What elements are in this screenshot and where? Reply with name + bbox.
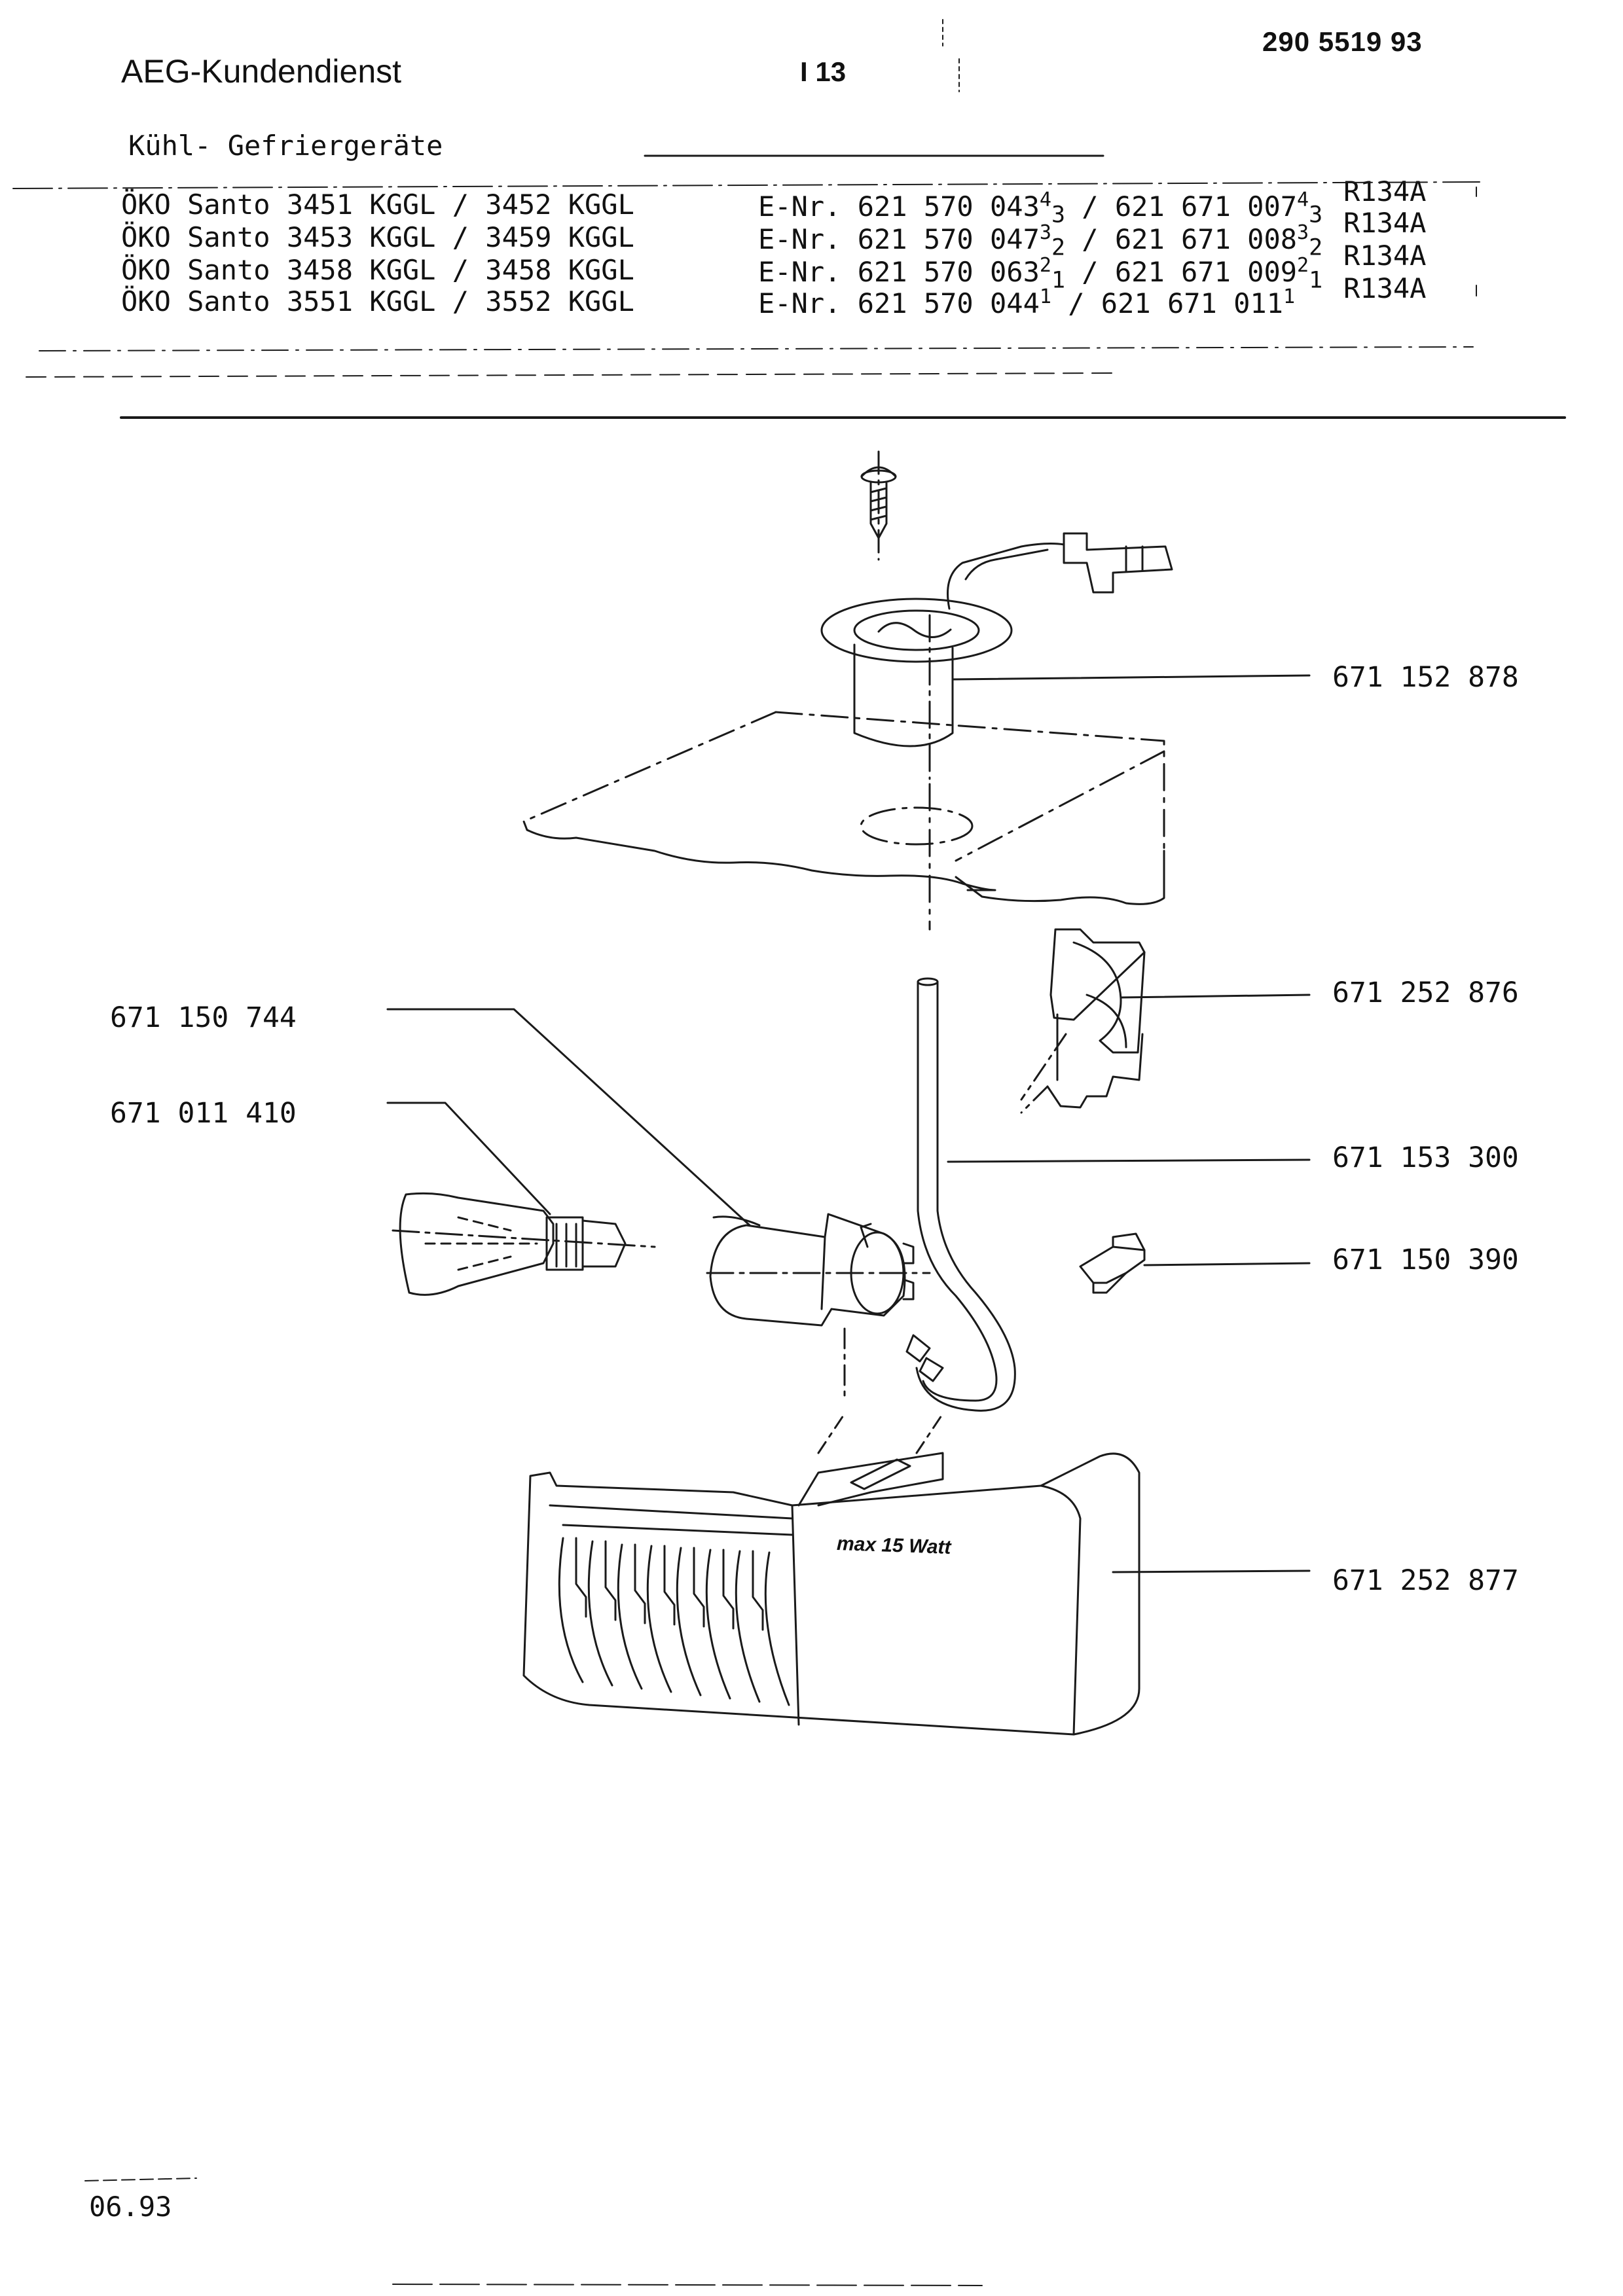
enr-index: 1 bbox=[1039, 285, 1051, 308]
category-label: Kühl- Gefriergeräte bbox=[128, 130, 443, 162]
enr-index-2-sub: 1 bbox=[1309, 267, 1323, 294]
cabinet-ceiling bbox=[522, 711, 1165, 931]
cover-wattage-text: max 15 Watt bbox=[836, 1532, 952, 1559]
enr-prefix: E-Nr. 621 570 043 bbox=[758, 190, 1040, 223]
enr-prefix: E-Nr. 621 570 047 bbox=[758, 223, 1040, 255]
enr-index-2: 1 bbox=[1283, 285, 1296, 308]
header-rules bbox=[12, 19, 1566, 419]
enr-prefix: E-Nr. 621 570 063 bbox=[758, 256, 1040, 288]
enr-mid: / 621 671 007 bbox=[1065, 190, 1298, 223]
footer-date: 06.93 bbox=[89, 2191, 172, 2223]
screw bbox=[860, 450, 897, 561]
model-name: ÖKO Santo 3451 KGGL / 3452 KGGL bbox=[121, 188, 634, 221]
part-number-label: 671 150 744 bbox=[110, 1001, 297, 1034]
refrigerant: R134A bbox=[1343, 207, 1427, 239]
model-name: ÖKO Santo 3551 KGGL / 3552 KGGL bbox=[121, 285, 634, 317]
clip-holder bbox=[1020, 928, 1311, 1114]
enr-mid: / 621 671 009 bbox=[1065, 256, 1298, 288]
enr-index: 4 bbox=[1039, 188, 1051, 211]
cover-grille bbox=[558, 1537, 790, 1706]
part-number-label: 671 252 877 bbox=[1332, 1564, 1519, 1597]
part-number-label: 671 011 410 bbox=[110, 1097, 297, 1130]
refrigerant: R134A bbox=[1343, 175, 1427, 207]
enr-index-2-sub: 2 bbox=[1309, 234, 1323, 261]
cabinet-ceiling-edge bbox=[526, 829, 1165, 905]
sheet-label: I 13 bbox=[800, 56, 847, 87]
small-clip bbox=[1079, 1232, 1311, 1294]
enr-mid: / 621 671 011 bbox=[1051, 287, 1283, 319]
cable bbox=[905, 977, 1311, 1412]
enr-number: E-Nr. 621 570 0441 / 621 671 0111 bbox=[758, 285, 1295, 325]
enr-index-2: 3 bbox=[1297, 221, 1309, 244]
lamp-socket bbox=[386, 1008, 931, 1402]
part-number-label: 671 153 300 bbox=[1332, 1141, 1519, 1174]
socket-holder bbox=[820, 532, 1311, 780]
enr-mid: / 621 671 008 bbox=[1065, 223, 1298, 255]
refrigerant: R134A bbox=[1343, 272, 1427, 304]
enr-index-sub: 3 bbox=[1051, 202, 1066, 228]
model-name: ÖKO Santo 3458 KGGL / 3458 KGGL bbox=[121, 254, 634, 286]
enr-index-2: 4 bbox=[1297, 188, 1309, 211]
enr-index-sub: 2 bbox=[1051, 234, 1066, 261]
lamp-cover bbox=[522, 1412, 1311, 1736]
enr-index: 2 bbox=[1039, 254, 1051, 277]
part-number-label: 671 152 878 bbox=[1332, 661, 1519, 694]
part-number-label: 671 150 390 bbox=[1332, 1244, 1519, 1276]
enr-index-2-sub: 3 bbox=[1309, 202, 1323, 228]
part-number-label: 671 252 876 bbox=[1332, 977, 1519, 1009]
enr-index: 3 bbox=[1039, 221, 1051, 244]
light-bulb bbox=[386, 1102, 656, 1296]
brand-title: AEG-Kundendienst bbox=[121, 53, 402, 90]
enr-number: E-Nr. 621 570 06321 / 621 671 00921 bbox=[758, 254, 1322, 293]
document-number: 290 5519 93 bbox=[1262, 26, 1423, 57]
enr-index-2: 2 bbox=[1297, 254, 1309, 277]
enr-number: E-Nr. 621 570 04343 / 621 671 00743 bbox=[758, 188, 1322, 228]
enr-prefix: E-Nr. 621 570 044 bbox=[758, 287, 1040, 319]
refrigerant: R134A bbox=[1343, 240, 1427, 272]
enr-number: E-Nr. 621 570 04732 / 621 671 00832 bbox=[758, 221, 1322, 260]
model-name: ÖKO Santo 3453 KGGL / 3459 KGGL bbox=[121, 221, 634, 253]
enr-index-sub: 1 bbox=[1051, 267, 1066, 294]
